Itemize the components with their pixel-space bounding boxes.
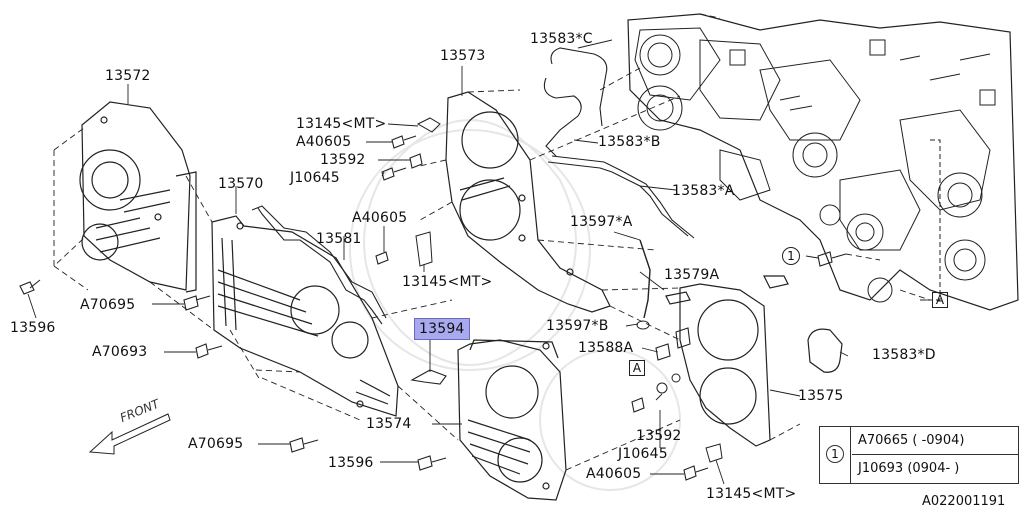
label-13596-left[interactable]: 13596 [10, 320, 56, 336]
label-a40605-bottom[interactable]: A40605 [586, 466, 642, 482]
reference-marker-a-right: A [932, 292, 948, 308]
label-13579a[interactable]: 13579A [664, 267, 720, 283]
watermark [349, 119, 681, 491]
bolts [19, 135, 847, 481]
label-a70693[interactable]: A70693 [92, 344, 148, 360]
gasket-13581 [257, 207, 383, 325]
engine-block [627, 13, 1019, 311]
label-13573[interactable]: 13573 [440, 48, 486, 64]
label-13583-b[interactable]: 13583*B [598, 134, 661, 150]
label-13581[interactable]: 13581 [316, 231, 362, 247]
front-arrow [88, 413, 171, 455]
legend-number-cell: 1 [820, 427, 851, 483]
label-13592-bottom[interactable]: 13592 [636, 428, 682, 444]
leader-lines [27, 39, 930, 485]
label-13597-b[interactable]: 13597*B [546, 318, 609, 334]
plate-13573 [445, 91, 611, 313]
label-a70695-bottom[interactable]: A70695 [188, 436, 244, 452]
label-13583-a[interactable]: 13583*A [672, 183, 735, 199]
label-a40605-top[interactable]: A40605 [296, 134, 352, 150]
label-13583-c[interactable]: 13583*C [530, 31, 593, 47]
label-13145-bottom[interactable]: 13145<MT> [706, 486, 797, 502]
label-j10645-bottom[interactable]: J10645 [618, 446, 668, 462]
label-13145-mid[interactable]: 13145<MT> [402, 274, 493, 290]
legend-row-j10693[interactable]: J10693 (0904- ) [858, 461, 960, 476]
label-13145-top[interactable]: 13145<MT> [296, 116, 387, 132]
legend-row-a70665[interactable]: A70665 ( -0904) [852, 427, 1018, 455]
seal-13597 [639, 239, 651, 319]
label-a40605-mid[interactable]: A40605 [352, 210, 408, 226]
cover-13572 [79, 101, 197, 293]
bracket-13594 [410, 369, 447, 385]
label-13588a[interactable]: 13588A [578, 340, 634, 356]
label-13597-a[interactable]: 13597*A [570, 214, 633, 230]
label-13575[interactable]: 13575 [798, 388, 844, 404]
reference-marker-a-left: A [629, 360, 645, 376]
cover-13575 [665, 275, 789, 447]
label-13572[interactable]: 13572 [105, 68, 151, 84]
legend-table: 1 A70665 ( -0904) J10693 (0904- ) [819, 426, 1019, 484]
label-13596-bottom[interactable]: 13596 [328, 455, 374, 471]
gasket-13583d [807, 328, 843, 373]
reference-circle-1: 1 [782, 247, 800, 265]
label-13594-highlighted[interactable]: 13594 [414, 318, 470, 340]
gasket-13583c [550, 47, 608, 127]
label-13574[interactable]: 13574 [366, 416, 412, 432]
assembly-lines [53, 13, 931, 471]
label-a70695-top[interactable]: A70695 [80, 297, 136, 313]
figure-id: A022001191 [922, 494, 1006, 509]
label-13592-top[interactable]: 13592 [320, 152, 366, 168]
label-13583-d[interactable]: 13583*D [872, 347, 936, 363]
label-j10645-top[interactable]: J10645 [290, 170, 340, 186]
legend-circle-1: 1 [826, 445, 844, 463]
label-13570[interactable]: 13570 [218, 176, 264, 192]
